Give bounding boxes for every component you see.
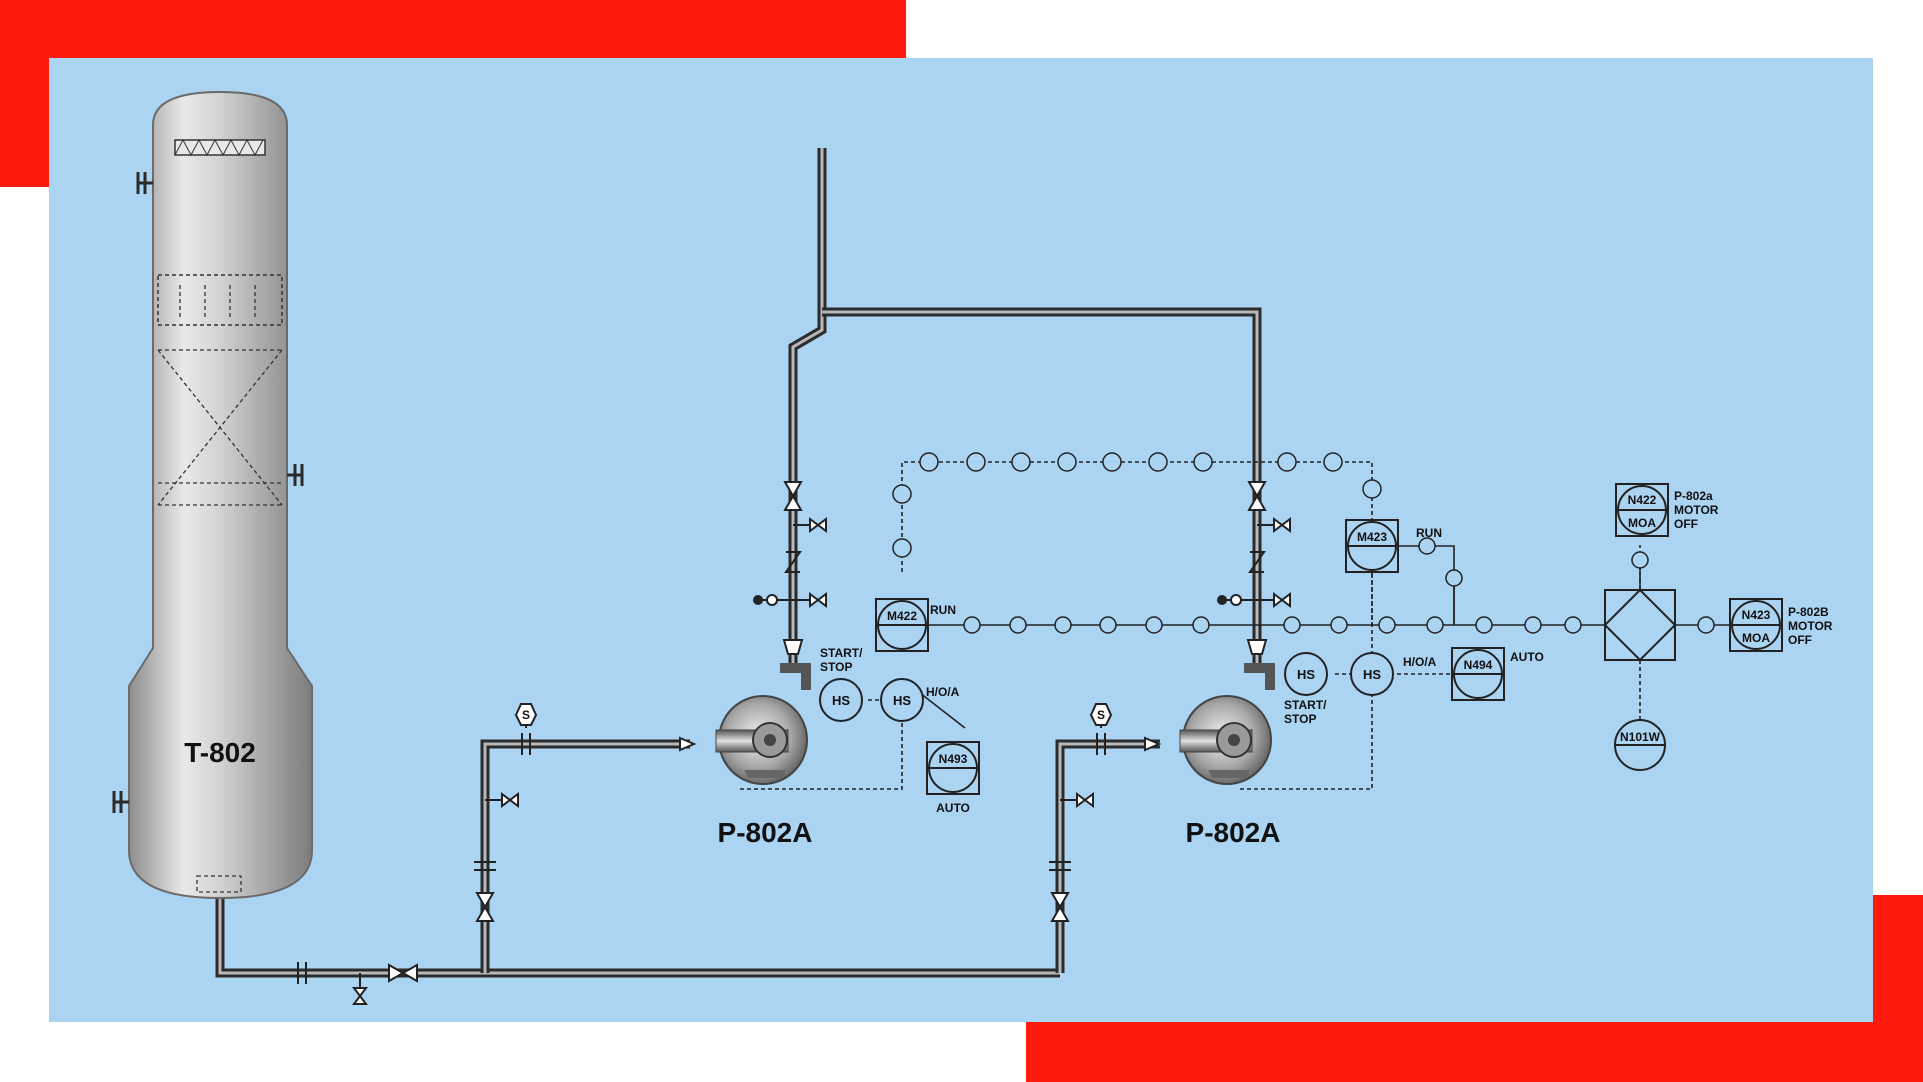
instrument-tag: N423 [1742, 608, 1771, 622]
instrument-tag: N422 [1628, 493, 1657, 507]
logic-interlock [1603, 588, 1677, 662]
motor-status: OFF [1788, 633, 1812, 647]
hand-switch-hoa-a[interactable]: HS H/O/A [880, 678, 960, 722]
instrument-tag: HS [832, 693, 850, 708]
instrument-function: MOA [1628, 516, 1656, 530]
hand-switch-start-stop-a[interactable]: HS START/ STOP [819, 646, 863, 722]
pipe-fittings [297, 481, 1291, 1005]
status-label: RUN [1416, 526, 1442, 540]
instrument-tag: HS [1363, 667, 1381, 682]
indicator-m423[interactable]: M423 RUN [1345, 519, 1442, 573]
switch-label: START/ [1284, 698, 1327, 712]
vessel-tag: T-802 [184, 737, 256, 768]
reducer-icon [679, 736, 697, 752]
switch-label: START/ [820, 646, 863, 660]
instrument-function: MOA [1742, 631, 1770, 645]
instrument-tag: M423 [1357, 530, 1387, 544]
indicator-n423-moa[interactable]: N423 MOA P-802B MOTOR OFF [1729, 598, 1833, 652]
check-valve-icon [1248, 551, 1266, 573]
vent-valve-icon [793, 517, 827, 533]
switch-label: H/O/A [1403, 655, 1437, 669]
reducer-icon [1144, 736, 1162, 752]
frame-accent-bottom-right [1026, 1022, 1923, 1082]
gate-valve-icon [388, 963, 418, 983]
sample-valve-icon [753, 592, 827, 608]
pump-tag: P-802A [1186, 817, 1281, 848]
solenoid-b: S [1089, 703, 1113, 728]
pump-b: P-802A [1179, 663, 1281, 848]
motor-label: P-802a [1674, 489, 1713, 503]
motor-status: OFF [1674, 517, 1698, 531]
switch-label: STOP [1284, 712, 1316, 726]
status-label: RUN [930, 603, 956, 617]
reducer-icon [782, 639, 804, 655]
reducer-icon [1246, 639, 1268, 655]
gate-valve-icon [475, 892, 495, 922]
process-piping [215, 148, 1262, 978]
motor-label: MOTOR [1788, 619, 1833, 633]
flange-symbol [474, 861, 496, 871]
instrument-tag: M422 [887, 609, 917, 623]
data-link-markers [892, 452, 1715, 634]
instrument-tag: HS [1297, 667, 1315, 682]
solenoid-a: S [514, 703, 538, 728]
flange-symbol [1096, 733, 1106, 755]
solenoid-label: S [522, 708, 530, 722]
gate-valve-icon [1050, 892, 1070, 922]
flange-symbol [521, 733, 531, 755]
indicator-n493[interactable]: N493 AUTO [926, 741, 980, 815]
switch-label: STOP [820, 660, 852, 674]
hand-switch-hoa-b[interactable]: HS H/O/A [1350, 652, 1437, 696]
indicator-n101w[interactable]: N101W [1614, 719, 1666, 771]
solenoid-label: S [1097, 708, 1105, 722]
drain-valve-icon [352, 973, 368, 1005]
sample-valve-icon [1217, 592, 1291, 608]
status-label: AUTO [1510, 650, 1544, 664]
indicator-n494[interactable]: N494 AUTO [1451, 647, 1544, 701]
pump-tag: P-802A [718, 817, 813, 848]
vent-valve-icon [485, 792, 519, 808]
motor-label: P-802B [1788, 605, 1829, 619]
motor-label: MOTOR [1674, 503, 1719, 517]
flange-symbol [297, 962, 307, 984]
frame-accent-left [0, 0, 49, 187]
vent-valve-icon [1257, 517, 1291, 533]
instrument-tag: N101W [1620, 730, 1661, 744]
vent-valve-icon [1060, 792, 1094, 808]
diagram-background [49, 58, 1873, 1022]
instrument-tag: N494 [1464, 658, 1493, 672]
pump-a: P-802A [715, 663, 813, 848]
switch-label: H/O/A [926, 685, 960, 699]
indicator-n422-moa[interactable]: N422 MOA P-802a MOTOR OFF [1615, 483, 1719, 537]
status-label: AUTO [936, 801, 970, 815]
hand-switch-start-stop-b[interactable]: HS START/ STOP [1284, 652, 1328, 726]
indicator-m422[interactable]: M422 RUN [875, 598, 956, 652]
instrument-tag: N493 [939, 752, 968, 766]
gate-valve-icon [783, 481, 803, 511]
flange-symbol [1049, 861, 1071, 871]
gate-valve-icon [1247, 481, 1267, 511]
instrument-tag: HS [893, 693, 911, 708]
frame-accent-top-left [0, 0, 906, 58]
vessel-t802: T-802 [112, 90, 313, 900]
check-valve-icon [784, 551, 802, 573]
